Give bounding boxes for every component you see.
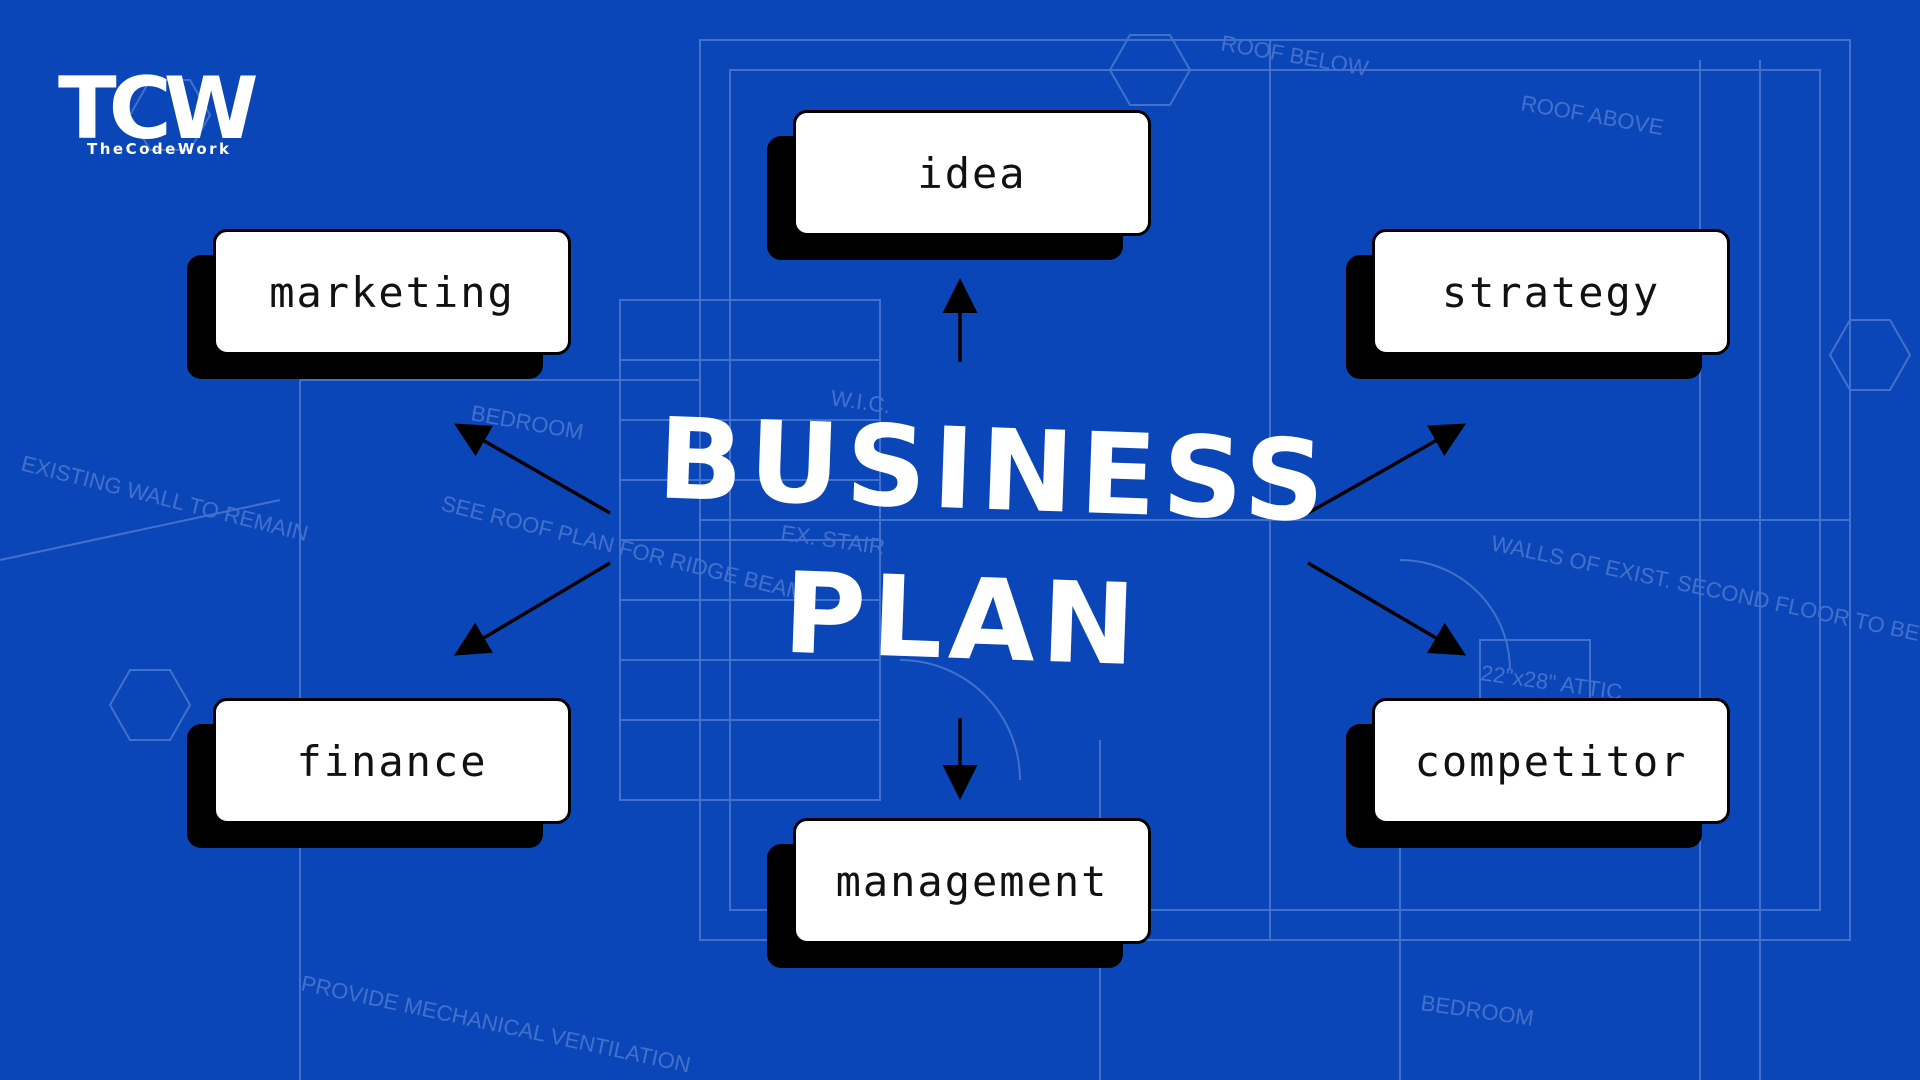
node-marketing: marketing [187,229,571,379]
logo-icon: TCW [58,66,263,159]
bp-existing-wall: EXISTING WALL TO REMAIN [19,451,311,547]
node-management: management [767,818,1151,968]
title-line-1: BUSINESS [655,394,1333,548]
title-line-2: PLAN [781,548,1144,692]
bp-walls: WALLS OF EXIST. SECOND FLOOR TO BE REMOV… [1489,530,1920,670]
node-strategy: strategy [1346,229,1730,379]
node-box: management [793,818,1151,944]
node-label-management: management [835,856,1109,906]
bp-provide-mech: PROVIDE MECHANICAL VENTILATION [299,970,693,1077]
logo-mark: TCW [58,66,257,159]
node-label-marketing: marketing [269,267,515,317]
node-box: idea [793,110,1151,236]
node-box: finance [213,698,571,824]
bp-roof-below: ROOF BELOW [1219,30,1370,81]
node-label-competitor: competitor [1414,736,1688,786]
node-finance: finance [187,698,571,848]
node-box: competitor [1372,698,1730,824]
bp-bedroom-top: BEDROOM [469,400,585,444]
node-label-finance: finance [296,736,488,786]
logo-text: TheCodeWork [87,140,232,158]
diagram-title: BUSINESS PLAN [650,384,1333,705]
node-label-strategy: strategy [1441,267,1661,317]
node-box: strategy [1372,229,1730,355]
node-box: marketing [213,229,571,355]
bp-bedroom-bottom: BEDROOM [1419,990,1535,1031]
node-competitor: competitor [1346,698,1730,848]
bp-roof-above: ROOF ABOVE [1519,90,1665,140]
node-label-idea: idea [917,148,1027,198]
node-idea: idea [767,110,1151,260]
